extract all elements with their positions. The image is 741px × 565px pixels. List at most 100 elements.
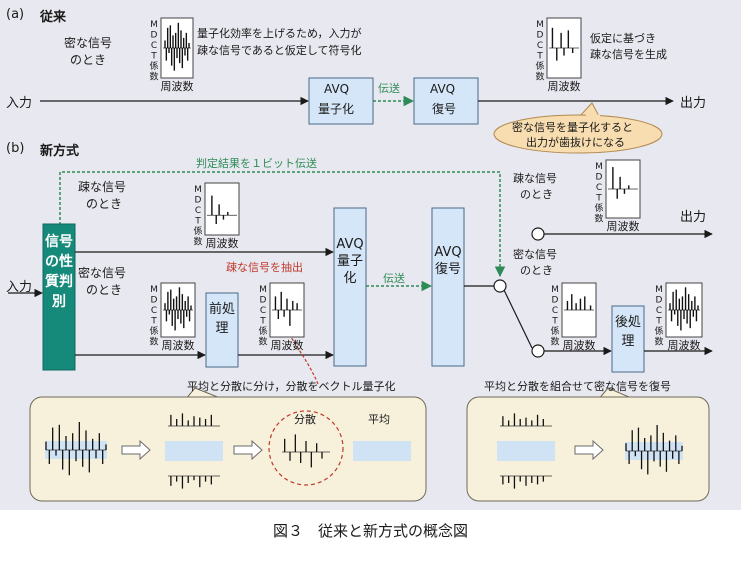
figure-caption: 図３ 従来と新方式の概念図 bbox=[272, 522, 468, 540]
b-right-dense-in-spectrum: MDCT係数周波数 bbox=[550, 282, 597, 352]
plot-y-axis-char: T bbox=[595, 194, 602, 204]
plot-y-axis-char: C bbox=[260, 306, 266, 316]
combine-mean-lower-spectrum bbox=[500, 475, 552, 489]
plot-y-axis-char: 係 bbox=[594, 203, 603, 214]
plot-y-axis-char: C bbox=[537, 41, 543, 51]
b-avq-quant-box bbox=[333, 207, 367, 367]
combine-mean-block bbox=[497, 441, 555, 461]
plot-y-axis-char: T bbox=[194, 217, 201, 227]
plot-x-axis-label: 周波数 bbox=[548, 80, 581, 93]
b-split-note: 平均と分散に分け，分散をベクトル量子化 bbox=[187, 380, 396, 393]
plot-y-axis-char: M bbox=[259, 285, 267, 295]
combine-result-spectrum bbox=[625, 425, 683, 475]
plot-x-axis-label: 周波数 bbox=[161, 80, 194, 93]
plot-y-axis-char: C bbox=[195, 206, 201, 216]
b-judge-box bbox=[42, 223, 76, 371]
a-callout-2: 出力が歯抜けになる bbox=[526, 136, 625, 149]
b-variance-label: 分散 bbox=[294, 413, 316, 426]
b-sparse-label-1: 疎な信号 bbox=[78, 180, 127, 194]
b-switch-dense-node bbox=[531, 344, 545, 358]
b-title: 新方式 bbox=[40, 144, 80, 159]
combine-mean-upper-spectrum bbox=[500, 413, 552, 427]
combine-flow-arrow bbox=[574, 439, 604, 461]
plot-y-axis-char: C bbox=[596, 183, 602, 193]
b-preprocess-box bbox=[205, 292, 239, 368]
b-right-dense-out-spectrum: MDCT係数周波数 bbox=[654, 282, 703, 352]
b-input-label: 入力 bbox=[6, 280, 33, 295]
a-callout-bubble bbox=[493, 114, 663, 154]
plot-y-axis-char: C bbox=[151, 41, 157, 51]
a-avq-decode-1: AVQ bbox=[430, 82, 456, 96]
split-mean-block-b bbox=[353, 441, 411, 461]
plot-y-axis-char: 数 bbox=[193, 236, 202, 248]
plot-y-axis-char: M bbox=[194, 185, 202, 195]
plot-y-axis-char: 数 bbox=[258, 336, 267, 348]
plot-y-axis-char: T bbox=[536, 52, 543, 62]
plot-y-axis-char: D bbox=[151, 31, 158, 41]
spectra-group: MDCT係数周波数MDCT係数周波数MDCT係数周波数MDCT係数周波数MDCT… bbox=[45, 17, 703, 489]
plot-y-axis-char: C bbox=[552, 306, 558, 316]
b-sparse-label-2: のとき bbox=[86, 197, 123, 211]
b-right-sparse-1: 疎な信号 bbox=[513, 172, 557, 185]
b-dense-label-2: のとき bbox=[86, 283, 123, 297]
plot-y-axis-char: C bbox=[656, 306, 662, 316]
plot-y-axis-char: 係 bbox=[258, 326, 267, 337]
plot-y-axis-char: 数 bbox=[149, 336, 158, 348]
b-flag-label: 判定結果を１ビット伝送 bbox=[196, 157, 317, 170]
plot-y-axis-char: D bbox=[151, 296, 158, 306]
plot-y-axis-char: D bbox=[552, 296, 559, 306]
variance-spectrum bbox=[282, 434, 330, 468]
b-label: (b) bbox=[6, 141, 25, 156]
split-mean-lower-spectrum bbox=[168, 475, 220, 489]
b-flag-transmit-line bbox=[59, 171, 506, 278]
b-switch-input-node bbox=[493, 279, 507, 293]
a-note-2: 疎な信号であると仮定して符号化 bbox=[197, 44, 362, 57]
b-split-note-panel bbox=[29, 396, 427, 502]
split-mean-block-a bbox=[165, 441, 223, 461]
split-source-spectrum bbox=[45, 422, 107, 476]
b-right-dense-2: のとき bbox=[520, 264, 553, 277]
b-extract-label: 疎な信号を抽出 bbox=[226, 261, 303, 274]
plot-y-axis-char: T bbox=[150, 317, 157, 327]
b-mean-label: 平均 bbox=[368, 413, 390, 426]
plot-y-axis-char: M bbox=[536, 20, 544, 30]
plot-y-axis-char: T bbox=[655, 317, 662, 327]
a-output-label: 出力 bbox=[680, 96, 707, 111]
b-switch-sparse-node bbox=[531, 227, 545, 241]
plot-y-axis-char: M bbox=[150, 285, 158, 295]
split-mean-upper-spectrum bbox=[168, 413, 220, 427]
plot-y-axis-char: 数 bbox=[550, 336, 559, 348]
plot-x-axis-label: 周波数 bbox=[206, 237, 239, 250]
plot-x-axis-label: 周波数 bbox=[607, 220, 640, 233]
b-dense-label-1: 密な信号 bbox=[78, 266, 127, 280]
b-postprocess-box bbox=[611, 305, 645, 373]
plot-y-axis-char: 係 bbox=[654, 326, 663, 337]
plot-y-axis-char: 係 bbox=[149, 326, 158, 337]
b-right-dense-1: 密な信号 bbox=[513, 248, 557, 261]
plot-x-axis-label: 周波数 bbox=[271, 339, 304, 352]
a-gen-2: 疎な信号を生成 bbox=[590, 48, 667, 61]
plot-x-axis-label: 周波数 bbox=[563, 339, 596, 352]
b-dense-spectrum: MDCT係数周波数 bbox=[149, 282, 196, 352]
plot-y-axis-char: 数 bbox=[594, 213, 603, 225]
plot-y-axis-char: 数 bbox=[535, 71, 544, 83]
plot-x-axis-label: 周波数 bbox=[162, 339, 195, 352]
a-avq-quant-2: 量子化 bbox=[318, 102, 355, 116]
b-combine-note: 平均と分散を組合せて密な信号を復号 bbox=[484, 380, 671, 393]
b-transmit-label: 伝送 bbox=[383, 272, 405, 285]
plot-y-axis-char: T bbox=[150, 52, 157, 62]
b-judge-text: 信号の性質判別 bbox=[45, 234, 73, 310]
b-avq-decode-box bbox=[431, 207, 465, 367]
plot-y-axis-char: D bbox=[260, 296, 267, 306]
plot-y-axis-char: M bbox=[150, 20, 158, 30]
b-avq-quant-text: AVQ量子化 bbox=[336, 237, 364, 286]
plot-y-axis-char: 係 bbox=[149, 61, 158, 72]
plot-y-axis-char: M bbox=[655, 285, 663, 295]
a-title: 従来 bbox=[40, 10, 67, 25]
a-note-1: 量子化効率を上げるため，入力が bbox=[197, 27, 362, 40]
b-right-sparse-2: のとき bbox=[520, 188, 553, 201]
a-dense-label-1: 密な信号 bbox=[64, 36, 113, 50]
